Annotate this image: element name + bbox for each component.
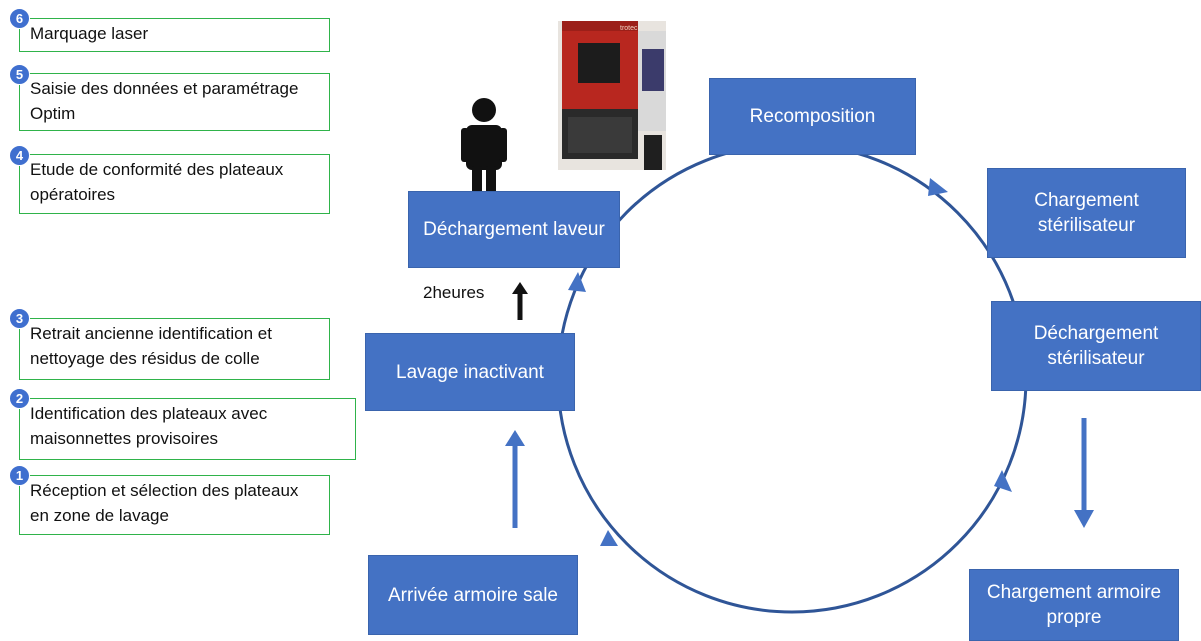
lavage-inactivant-box: Lavage inactivant [365,333,575,411]
step-5-box: Saisie des données et paramétrage Optim [19,73,330,131]
dechargement-laveur-box: Déchargement laveur [408,191,620,268]
step-1-label: Réception et sélection des plateaux en z… [30,481,299,525]
cycle-arrow-bottom-left [600,530,618,546]
photo-brand-text: trotec [620,25,638,32]
dechargement-sterilisateur-box: Déchargement stérilisateur [991,301,1201,391]
step-3-badge: 3 [9,308,30,329]
cycle-arrow-top-left [568,272,586,292]
chargement-sterilisateur-box: Chargement stérilisateur [987,168,1186,258]
arrivee-armoire-sale-box: Arrivée armoire sale [368,555,578,635]
step-1-badge: 1 [9,465,30,486]
step-5-label: Saisie des données et paramétrage Optim [30,79,299,123]
arrow-down-armoire-head [1074,510,1094,528]
cycle-circle [556,142,1028,614]
recomposition-box: Recomposition [709,78,916,155]
chargement-armoire-propre-box: Chargement armoire propre [969,569,1179,641]
step-4-label: Etude de conformité des plateaux opérato… [30,160,284,204]
step-6-box: Marquage laser [19,18,330,52]
step-3-box: Retrait ancienne identification et netto… [19,318,330,380]
step-4-badge: 4 [9,145,30,166]
step-6-label: Marquage laser [30,24,149,43]
step-2-label: Identification des plateaux avec maisonn… [30,404,268,448]
step-5-badge: 5 [9,64,30,85]
step-2-box: Identification des plateaux avec maisonn… [19,398,356,460]
arrow-up-2h-head [512,282,528,294]
arrow-up-lavage-head [505,430,525,446]
step-1-box: Réception et sélection des plateaux en z… [19,475,330,535]
step-4-box: Etude de conformité des plateaux opérato… [19,154,330,214]
step-2-badge: 2 [9,388,30,409]
duration-label: 2heures [423,283,485,302]
step-3-label: Retrait ancienne identification et netto… [30,324,272,368]
step-6-badge: 6 [9,8,30,29]
laser-machine-photo: trotec [558,21,666,170]
cycle-arrow-top-right [928,178,948,196]
person-icon [461,98,507,204]
cycle-arrow-right [994,470,1012,492]
